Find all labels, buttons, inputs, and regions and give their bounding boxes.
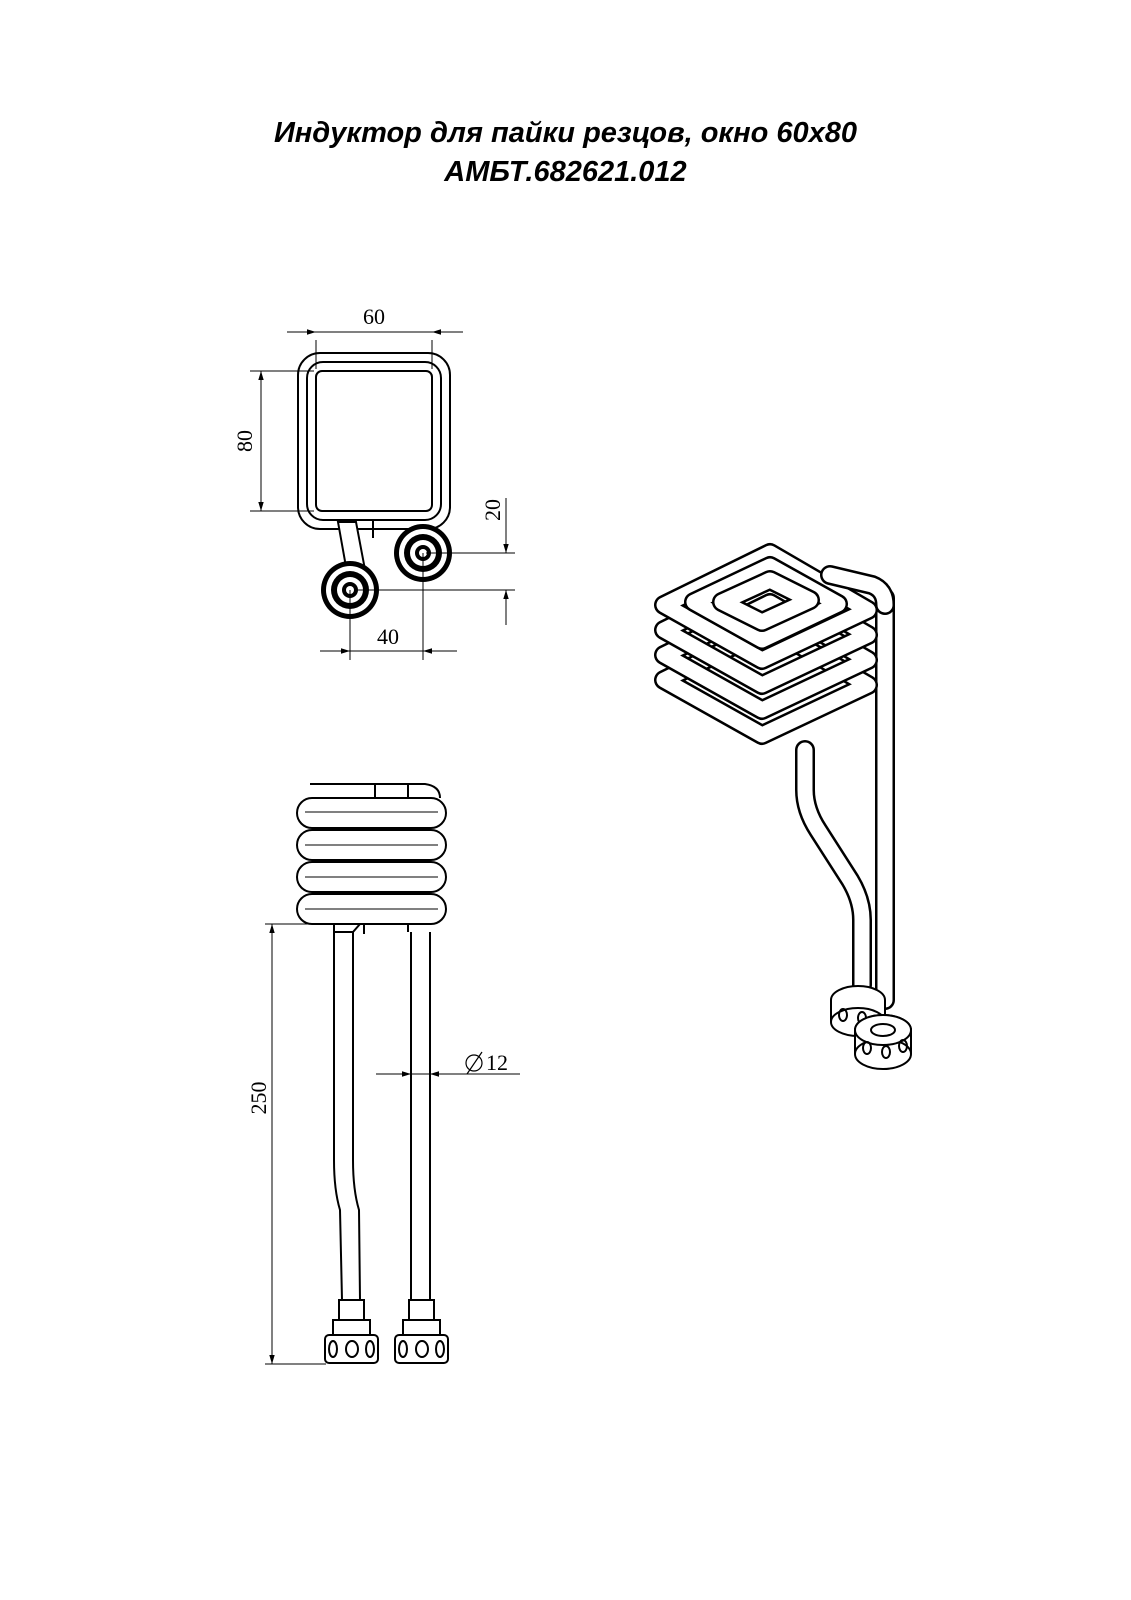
- top-view: 60 80 20 40: [232, 304, 515, 660]
- dim-offset-horizontal-label: 40: [377, 624, 399, 649]
- isometric-coil: [654, 543, 895, 745]
- dim-offset-vertical-label: 20: [480, 499, 505, 521]
- drawing-number: АМБТ.682621.012: [444, 156, 687, 188]
- dim-width-label: 60: [363, 304, 385, 329]
- isometric-nut-2: [854, 1014, 912, 1070]
- diameter-symbol-icon: [465, 1051, 483, 1075]
- dim-length-label: 250: [246, 1082, 271, 1115]
- isometric-view: [654, 543, 912, 1070]
- front-coil: [296, 783, 447, 925]
- dim-height-label: 80: [232, 430, 257, 452]
- dim-diameter-label: 12: [486, 1050, 508, 1075]
- front-view: 250 12: [246, 783, 520, 1365]
- drawing-title: Индуктор для пайки резцов, окно 60х80: [273, 117, 858, 149]
